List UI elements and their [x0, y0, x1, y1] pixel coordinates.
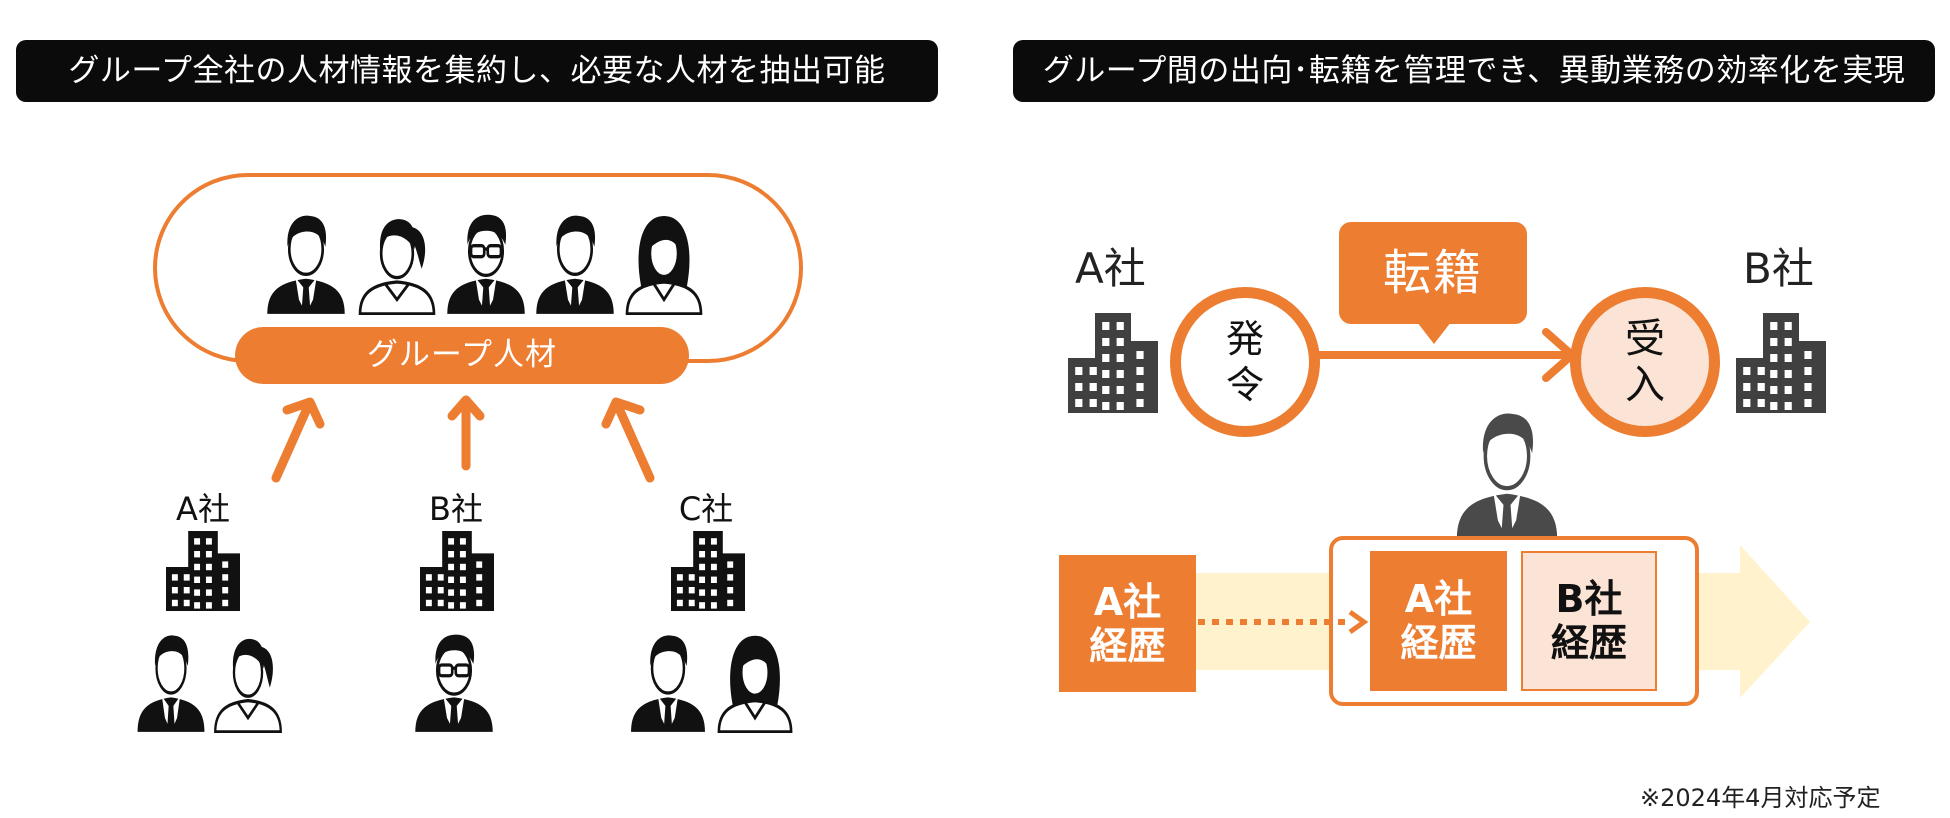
callout-tail [1417, 322, 1451, 344]
left-panel-header: グループ全社の人材情報を集約し、必要な人材を抽出可能 [16, 40, 938, 102]
career-text: 経歴 [1089, 623, 1166, 668]
arrow-a-up-icon [271, 399, 314, 483]
footnote: ※2024年4月対応予定 [1640, 784, 1881, 812]
career-company: A社 [1093, 579, 1162, 624]
order-char-2: 令 [1225, 363, 1264, 407]
company-c-label: C社 [678, 490, 734, 528]
dotted-arrow-icon [1348, 609, 1369, 635]
a-company-career-carried: A社 経歴 [1370, 551, 1507, 691]
transfer-label: 転籍 [1339, 222, 1527, 324]
order-circle: 発 令 [1170, 287, 1320, 437]
group-talent-label: グループ人材 [235, 327, 689, 384]
receive-char-1: 受 [1625, 316, 1665, 362]
right-panel-header: グループ間の出向･転籍を管理でき、異動業務の効率化を実現 [1013, 40, 1935, 102]
order-char-1: 発 [1225, 317, 1264, 361]
company-to-label: B社 [1743, 244, 1814, 293]
career-company: A社 [1404, 577, 1473, 621]
company-a-label: A社 [176, 490, 230, 528]
company-from-label: A社 [1075, 244, 1146, 293]
a-company-career-original: A社 経歴 [1059, 555, 1196, 692]
upward-arrows [271, 395, 655, 483]
receive-circle: 受 入 [1570, 287, 1720, 437]
receive-char-2: 入 [1625, 362, 1665, 408]
career-company: B社 [1555, 577, 1623, 621]
career-text: 経歴 [1550, 621, 1627, 665]
company-b-label: B社 [429, 490, 483, 528]
b-company-career: B社 経歴 [1521, 551, 1657, 691]
career-text: 経歴 [1400, 621, 1477, 665]
